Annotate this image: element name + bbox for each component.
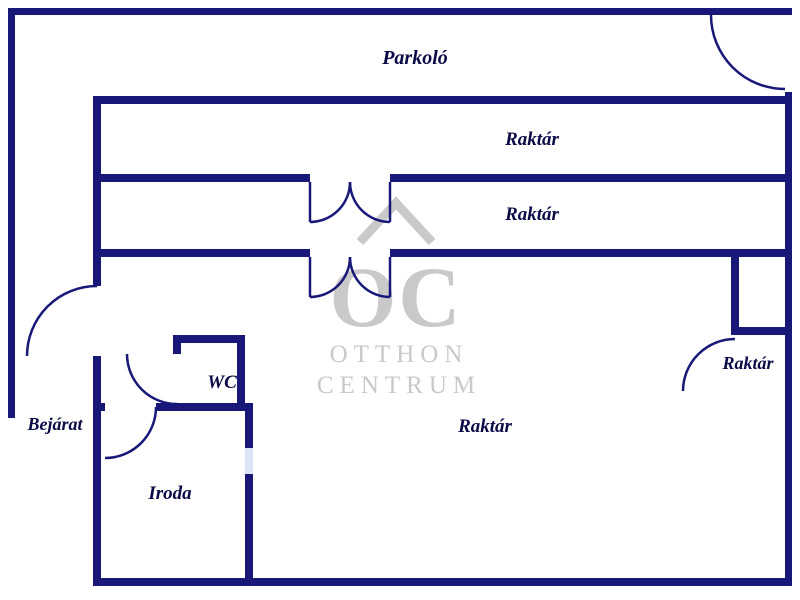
wall-divider1-right (390, 174, 792, 182)
label-office: Iroda (147, 483, 192, 504)
label-storage-top: Raktár (504, 129, 559, 150)
double-door1-right-arc (348, 181, 391, 224)
wall-building-left-lower (93, 356, 101, 586)
gate-door-arc (709, 14, 786, 91)
wall-small-storage-left (731, 257, 739, 335)
room-labels: Parkoló Raktár Raktár Raktár Raktár WC B… (26, 47, 774, 504)
office-door-arc (104, 406, 158, 460)
label-storage-middle: Raktár (504, 204, 559, 225)
label-wc: WC (207, 372, 237, 393)
wall-outer-right-top-stub (785, 8, 792, 15)
wall-divider1-left (93, 174, 310, 182)
wall-small-storage-top (731, 327, 792, 335)
wc-door-arc (125, 353, 178, 406)
wall-wc-left-stub (173, 335, 181, 354)
label-storage-main: Raktár (457, 416, 512, 437)
walls (8, 8, 792, 586)
wall-building-top (93, 96, 792, 104)
double-door1-left-arc (309, 181, 352, 224)
wall-office-right-upper (245, 403, 253, 448)
wall-office-top-stub (93, 403, 105, 411)
label-storage-small: Raktár (721, 353, 774, 373)
wall-outer-top (8, 8, 792, 15)
double-door2-right-arc (348, 256, 391, 299)
wall-divider2-left (93, 249, 310, 257)
label-parking: Parkoló (381, 47, 448, 69)
wall-building-left-upper (93, 96, 101, 286)
wall-office-right-lower (245, 474, 253, 586)
entrance-door-arc (25, 284, 98, 357)
small-storage-door-arc (681, 337, 736, 392)
doors (25, 14, 786, 460)
office-window-marker (245, 448, 253, 474)
wall-office-top (156, 403, 253, 411)
wall-wc-top (173, 335, 245, 343)
watermark-name-line2: CENTRUM (317, 372, 481, 399)
watermark-roof-icon (356, 196, 436, 246)
wall-outer-bottom (93, 578, 792, 586)
wall-outer-left (8, 8, 15, 418)
label-entrance: Bejárat (26, 414, 83, 434)
wall-wc-right (237, 335, 245, 411)
watermark-name-line1: OTTHON (330, 341, 469, 368)
otthon-centrum-watermark: OC OTTHON CENTRUM (317, 196, 481, 399)
wall-divider2-right (390, 249, 792, 257)
wall-outer-right (785, 92, 792, 586)
